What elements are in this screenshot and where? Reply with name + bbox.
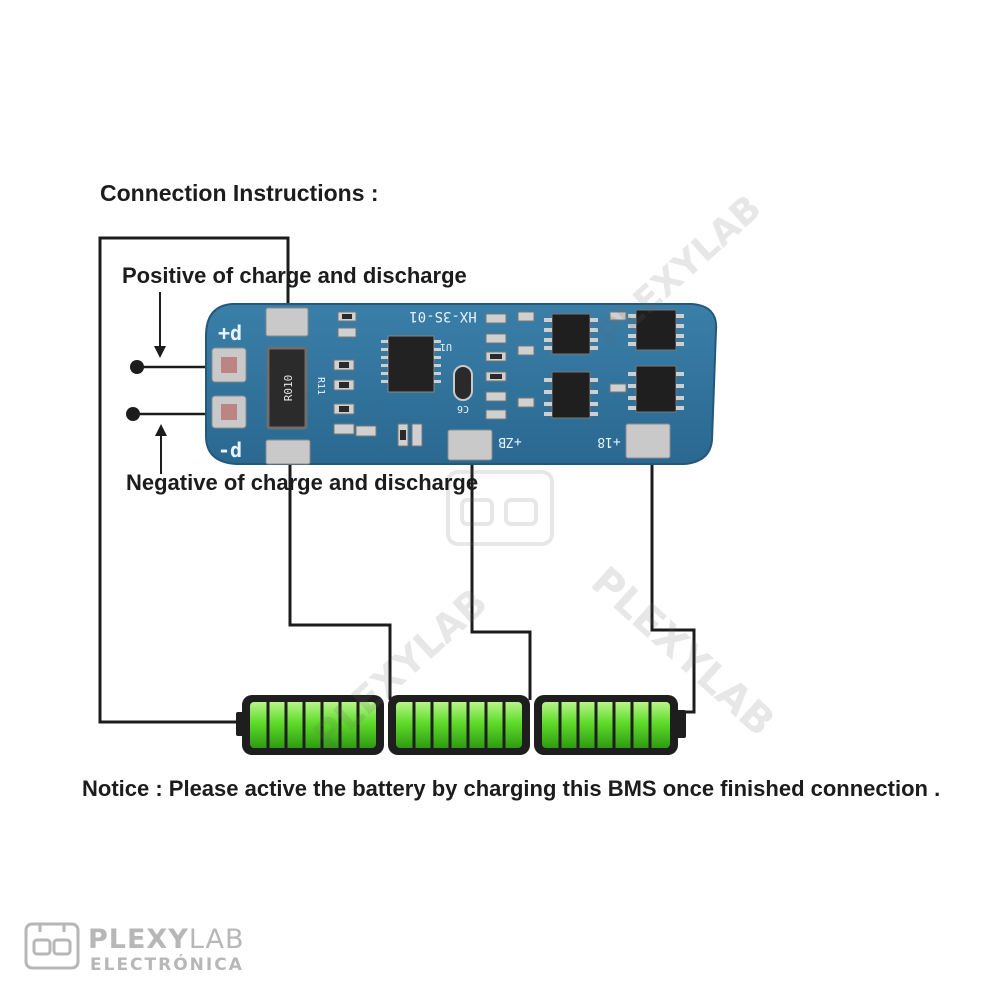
brand-name-a: PLEXY — [88, 924, 189, 955]
cap-ref: C6 — [457, 403, 469, 414]
pad-b1 — [625, 423, 671, 459]
pad-top-p — [265, 307, 309, 337]
arrow-down-icon — [154, 346, 166, 358]
negative-terminal-label: Negative of charge and discharge — [126, 470, 479, 495]
controller-ic — [387, 335, 435, 393]
wire-negative — [288, 450, 392, 700]
pad-label-b2: +ZB — [498, 434, 522, 449]
shunt-resistor — [266, 346, 308, 430]
brand-subtitle: ELECTRÓNICA — [90, 953, 244, 975]
model-silkscreen: HX-3S-01 — [409, 308, 476, 324]
positive-terminal-dot — [130, 360, 144, 374]
battery-pack — [236, 695, 686, 755]
brand-logo: PLEXYLAB ELECTRÓNICA — [24, 922, 244, 975]
smd-components — [333, 311, 627, 447]
notice-text: Notice : Please active the battery by ch… — [82, 776, 941, 801]
ic-ref: U1 — [440, 341, 452, 352]
pad-bottom-p — [265, 439, 311, 465]
negative-terminal-dot — [126, 407, 140, 421]
resistor-code: R010 — [282, 375, 295, 402]
pad-label-b1: +18 — [597, 434, 620, 449]
wire-positive — [98, 236, 290, 724]
bms-board: +d -d HX-3S-01 +ZB +18 U1 C6 R11 R010 — [205, 303, 718, 465]
wires — [98, 236, 696, 724]
robot-logo-icon — [446, 470, 554, 546]
capacitor-c6 — [453, 365, 473, 401]
diagram-title: Connection Instructions : — [100, 180, 379, 206]
mosfet-array — [544, 309, 684, 419]
wire-b1 — [650, 452, 696, 714]
battery-cell-2 — [388, 695, 530, 755]
wire-b2 — [470, 450, 532, 700]
battery-cell-3 — [534, 695, 686, 755]
pad-label-p-minus: -d — [218, 438, 242, 462]
battery-cell-1 — [236, 695, 384, 755]
positive-terminal-label: Positive of charge and discharge — [122, 263, 467, 288]
pad-b2 — [447, 429, 493, 461]
resistor-ref: R11 — [315, 377, 326, 395]
robot-logo-icon — [24, 922, 80, 970]
arrow-up-icon — [155, 424, 167, 436]
pad-label-p-plus: +d — [218, 321, 242, 345]
brand-name-b: LAB — [189, 924, 245, 955]
svg-text:PLEXYLAB: PLEXYLAB — [88, 924, 244, 955]
terminal-markers — [126, 292, 216, 474]
